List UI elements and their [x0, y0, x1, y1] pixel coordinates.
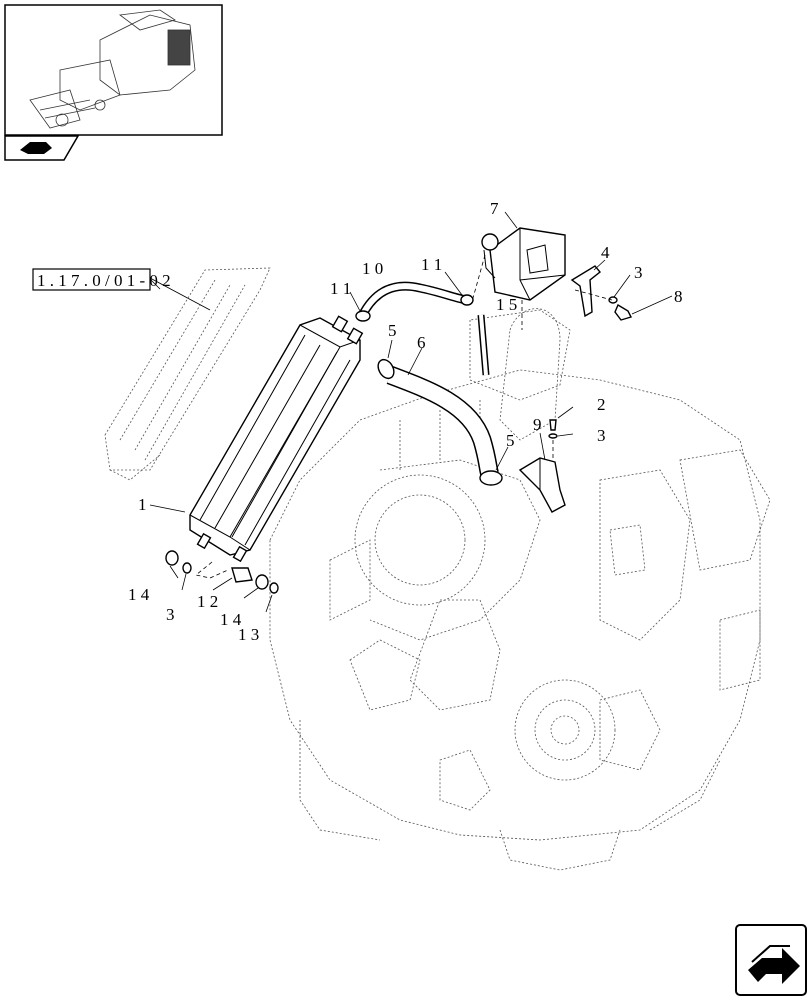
seal-14-left[interactable]	[165, 550, 179, 566]
callout-labels: 1 2 3 3 3 4 5 5 6 7 8 9 1 0 1 1 1 1 1 2 …	[128, 199, 683, 644]
callout-11-left[interactable]: 1 1	[330, 279, 351, 298]
hose-clip-11-right[interactable]	[460, 294, 474, 306]
callout-5-upper[interactable]: 5	[388, 321, 397, 340]
clamp-5-upper[interactable]	[375, 357, 397, 381]
callout-15[interactable]: 1 5	[496, 295, 517, 314]
tractor-overview-thumbnail	[29, 9, 196, 129]
seal-14-right[interactable]	[255, 574, 269, 590]
washer-13[interactable]	[269, 582, 279, 594]
hose-clip-11-left[interactable]	[355, 310, 371, 322]
washer-3-upper[interactable]	[608, 296, 618, 304]
section-tab-icon[interactable]	[4, 135, 80, 161]
callout-10[interactable]: 1 0	[362, 259, 383, 278]
callout-12[interactable]: 1 2	[197, 592, 218, 611]
clamp-5-lower[interactable]	[479, 470, 503, 486]
callout-11-right[interactable]: 1 1	[421, 255, 442, 274]
callout-5-lower[interactable]: 5	[506, 431, 515, 450]
callout-14-left[interactable]: 1 4	[128, 585, 150, 604]
hose-6[interactable]	[386, 366, 500, 479]
callout-3-middle[interactable]: 3	[597, 426, 606, 445]
reference-box-text: 1 . 1 7 . 0 / 0 1 - 0 2	[37, 271, 171, 290]
engine-block-ghost	[269, 308, 771, 871]
callout-13[interactable]: 1 3	[238, 625, 259, 644]
radiator-frame-ghost	[104, 267, 271, 481]
callout-3-upper[interactable]: 3	[634, 263, 643, 282]
assembly-lines	[195, 254, 613, 579]
bolt-2[interactable]	[549, 419, 557, 431]
hose-15[interactable]	[477, 314, 490, 376]
expansion-tank[interactable]	[481, 227, 566, 301]
callout-8[interactable]: 8	[674, 287, 683, 306]
reference-box[interactable]: 1 . 1 7 . 0 / 0 1 - 0 2	[32, 268, 211, 311]
leader-lines	[149, 211, 673, 613]
callout-14-right[interactable]: 1 4	[220, 610, 242, 629]
callout-6[interactable]: 6	[417, 333, 426, 352]
pipe-support-9[interactable]	[518, 457, 566, 513]
thumbnail-panel[interactable]	[4, 4, 223, 136]
callout-4[interactable]: 4	[601, 243, 610, 262]
next-page-arrow-icon[interactable]	[735, 924, 807, 996]
washer-3-middle[interactable]	[548, 433, 558, 439]
callout-3-lower[interactable]: 3	[166, 605, 175, 624]
hose-10[interactable]	[357, 281, 467, 319]
callout-2[interactable]: 2	[597, 395, 606, 414]
callout-1[interactable]: 1	[138, 495, 147, 514]
oil-cooler[interactable]	[189, 315, 364, 563]
washer-3-lower[interactable]	[182, 562, 192, 574]
callout-7[interactable]: 7	[490, 199, 499, 218]
callout-9[interactable]: 9	[533, 415, 542, 434]
bracket-4[interactable]	[570, 265, 601, 318]
bolt-8[interactable]	[614, 303, 632, 321]
fitting-12[interactable]	[231, 567, 253, 583]
